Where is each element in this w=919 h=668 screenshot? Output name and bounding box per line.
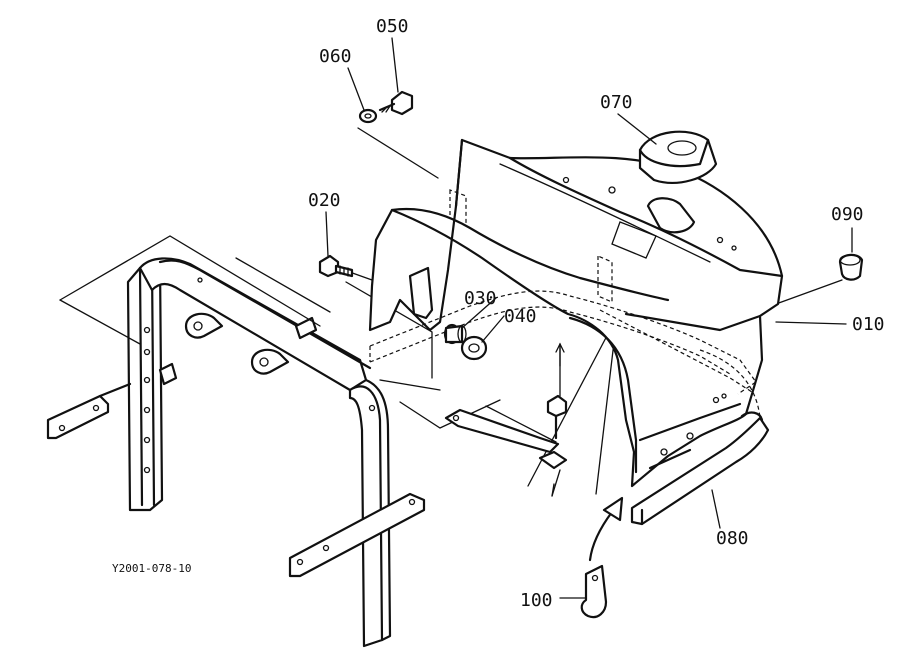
fender-cover: [368, 138, 784, 488]
bumper-bar: [630, 349, 770, 526]
cap-090: [838, 253, 864, 281]
part-label-080: 080: [716, 528, 749, 549]
grommet-040: [460, 335, 488, 361]
bolt-020: [318, 254, 354, 278]
part-label-040: 040: [504, 306, 537, 327]
seat-pad-070: [638, 130, 718, 184]
drawing-reference-code: Y2001-078-10: [112, 562, 191, 575]
bolt-050: [378, 90, 414, 116]
washer-060: [358, 108, 378, 124]
clip-100: [580, 496, 624, 619]
part-label-050: 050: [376, 16, 409, 37]
collar-030: [443, 323, 467, 345]
part-label-020: 020: [308, 190, 341, 211]
rops-frame: [46, 257, 426, 648]
part-label-100: 100: [520, 590, 553, 611]
part-label-060: 060: [319, 46, 352, 67]
bolt-nut-assembly: [444, 394, 568, 470]
part-label-070: 070: [600, 92, 633, 113]
part-label-090: 090: [831, 204, 864, 225]
part-label-010: 010: [852, 314, 885, 335]
leader-lines: [59, 127, 843, 497]
part-label-030: 030: [464, 288, 497, 309]
